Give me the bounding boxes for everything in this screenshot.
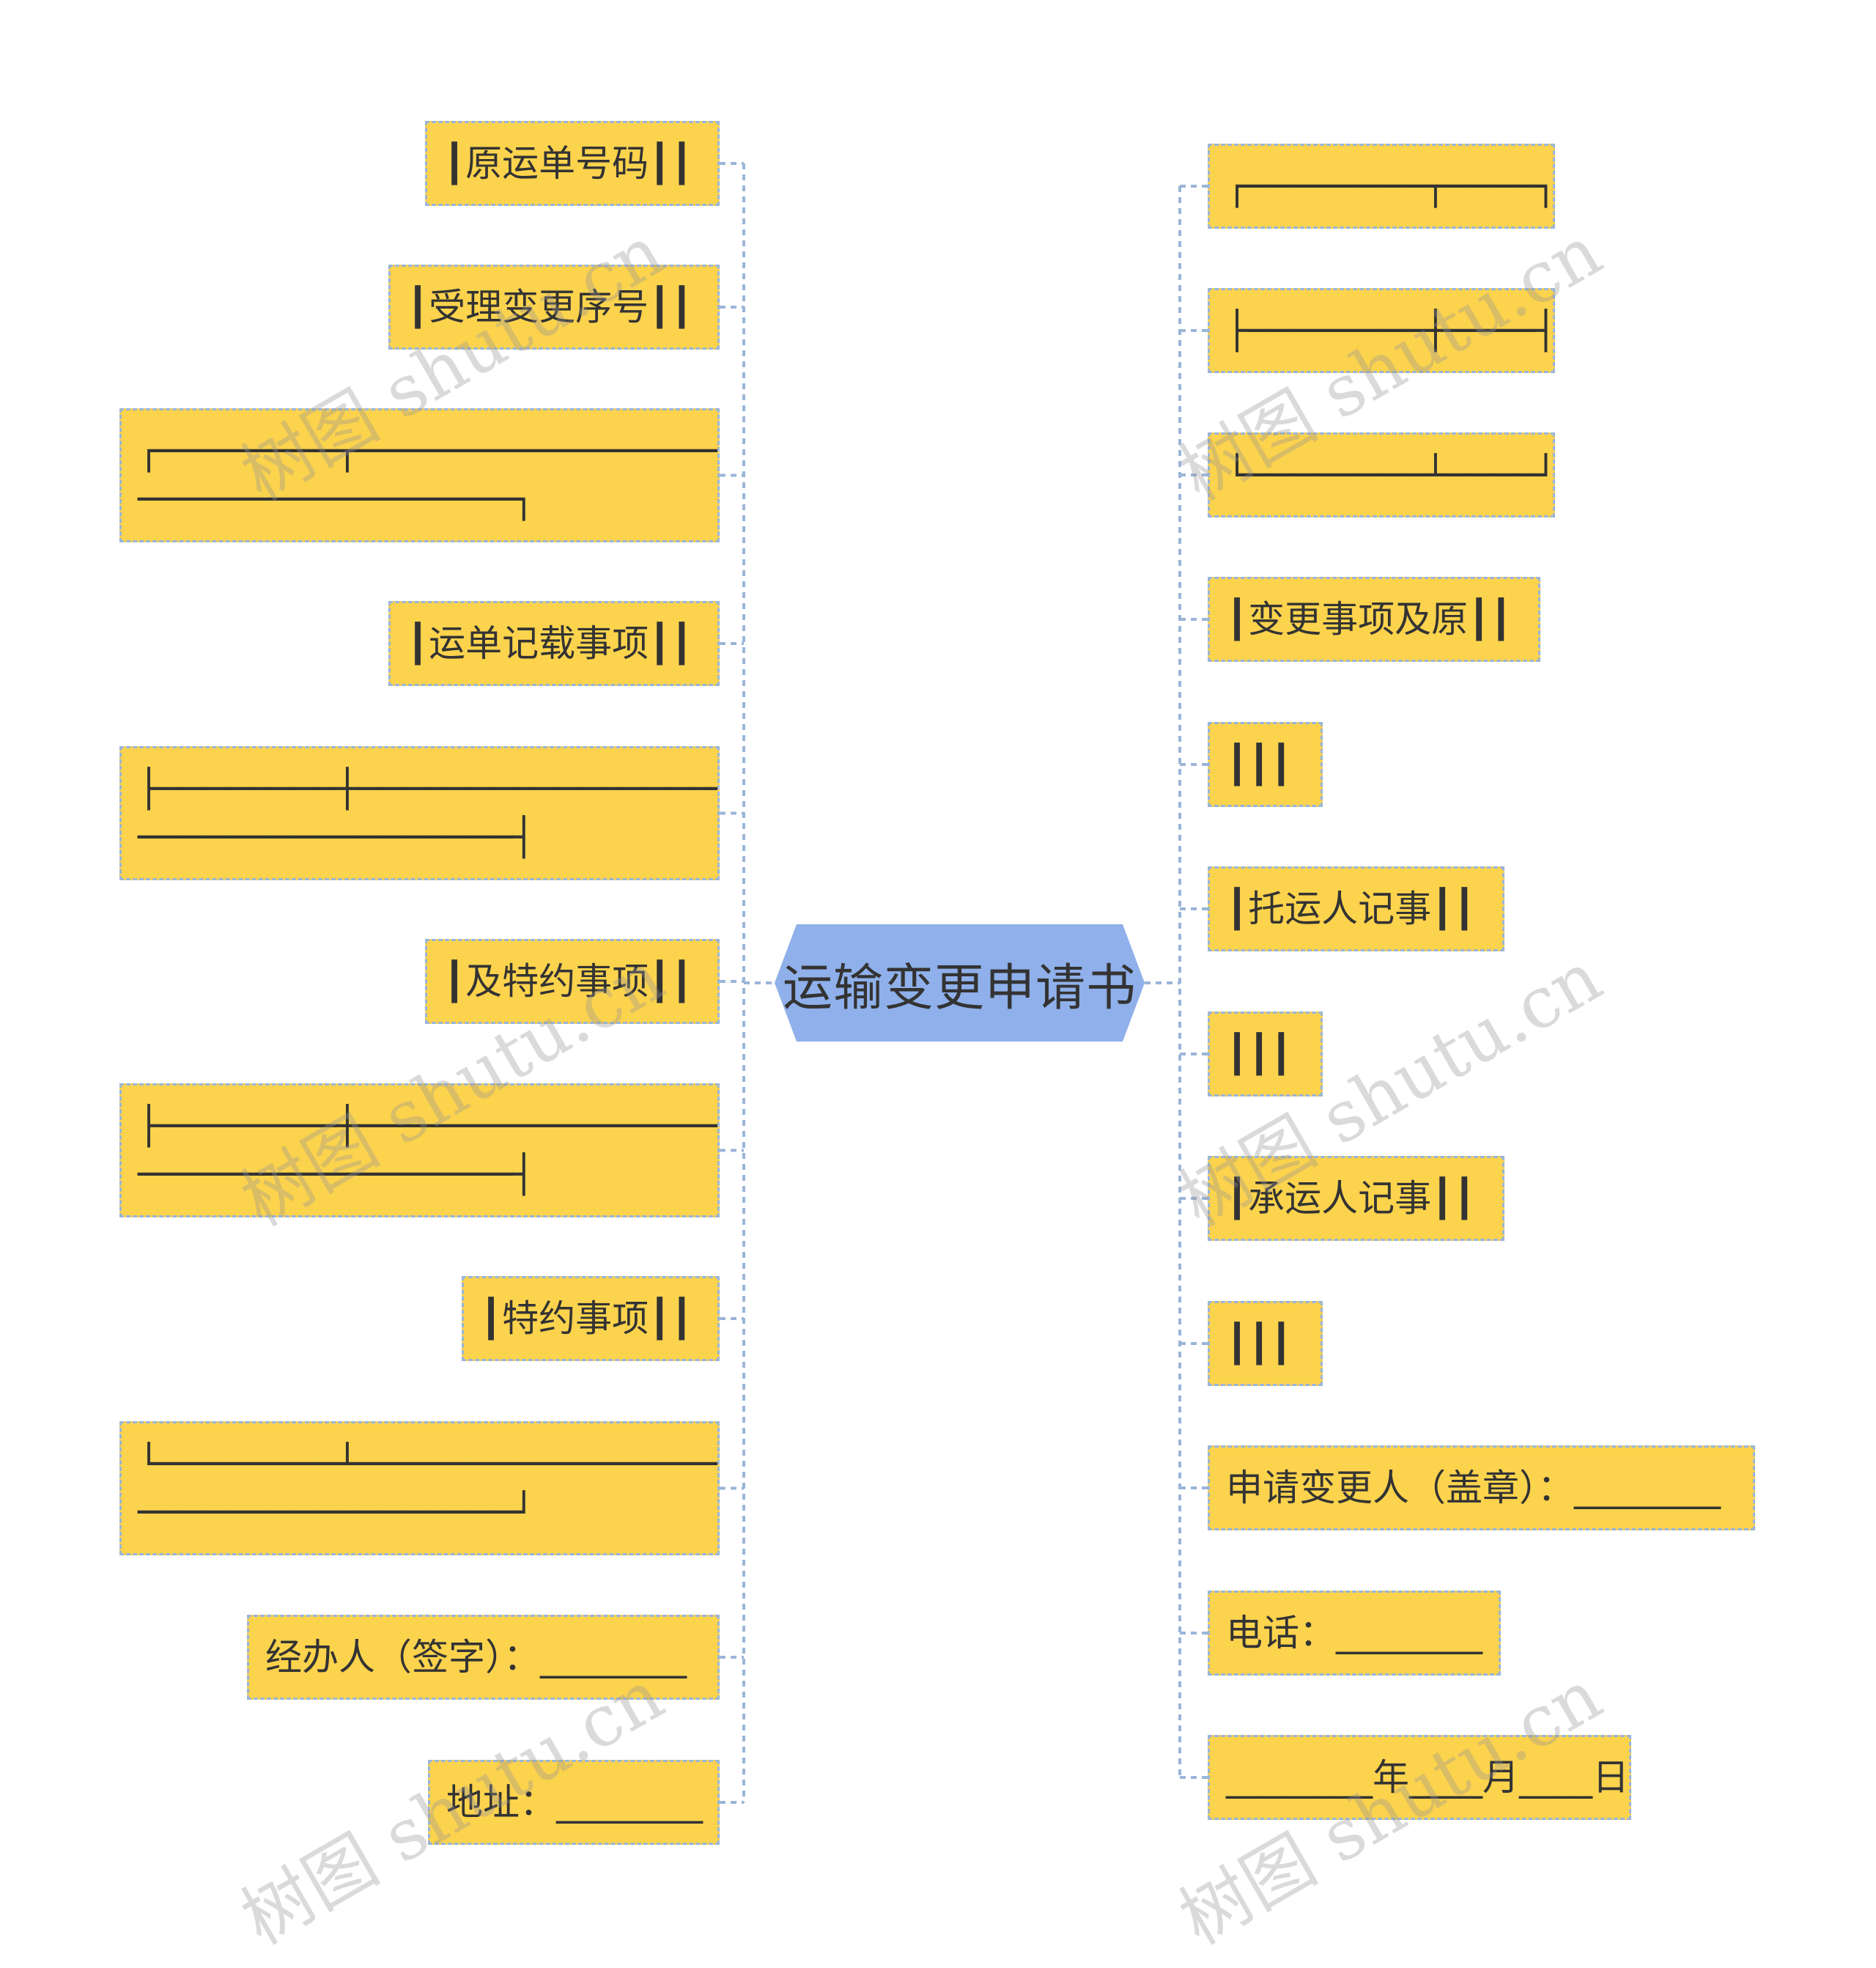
root-node-label: 运输变更申请书: [782, 959, 1137, 1017]
left-node-waybill-items[interactable]: ┃运单记载事项┃┃: [388, 601, 720, 686]
right-node-shipper-notes[interactable]: ┃托运人记事┃┃: [1208, 866, 1504, 951]
left-node-text: └────────┴───────────────── ────────────…: [138, 1442, 720, 1533]
left-node-text: ┃特约事项┃┃: [480, 1297, 693, 1340]
right-node-table-bottom-border[interactable]: └────────┴────┘: [1208, 432, 1555, 517]
right-node-text: ________年____月____日: [1226, 1756, 1629, 1799]
right-node-carrier-notes[interactable]: ┃承运人记事┃┃: [1208, 1156, 1504, 1241]
right-node-text: ┃┃┃: [1226, 1033, 1293, 1075]
left-node-text: ├────────┼───────────────── ────────────…: [138, 767, 720, 858]
right-node-text: ┌────────┬────┐: [1226, 165, 1555, 207]
left-node-text: ┃受理变更序号┃┃: [407, 286, 693, 328]
right-node-text: ┃托运人记事┃┃: [1226, 888, 1476, 930]
right-node-text: ┃┃┃: [1226, 743, 1293, 786]
right-node-table-row-border[interactable]: ├────────┼────┤: [1208, 288, 1555, 373]
right-node-text: 电话：________: [1226, 1612, 1482, 1654]
left-node-acceptance-serial[interactable]: ┃受理变更序号┃┃: [388, 265, 720, 350]
right-node-table-top-border[interactable]: ┌────────┬────┐: [1208, 144, 1555, 229]
left-node-text: 地址：________: [446, 1781, 703, 1824]
left-node-text: 经办人（签字）：________: [265, 1636, 687, 1678]
right-node-text: ┃┃┃: [1226, 1322, 1293, 1365]
right-node-text: ├────────┼────┤: [1226, 309, 1555, 352]
right-node-applicant-seal[interactable]: 申请变更人（盖章）：________: [1208, 1445, 1755, 1530]
left-node-text: ├────────┼───────────────── ────────────…: [138, 1105, 720, 1195]
right-node-change-items-reason[interactable]: ┃变更事项及原┃┃: [1208, 577, 1540, 662]
right-node-text: ┃变更事项及原┃┃: [1226, 598, 1513, 641]
root-node[interactable]: 运输变更申请书: [775, 924, 1145, 1042]
left-node-text: ┃及特约事项┃┃: [443, 960, 693, 1003]
right-node-text: └────────┴────┘: [1226, 454, 1555, 496]
left-node-table-top-border[interactable]: ┌────────┬───────────────── ────────────…: [119, 408, 720, 542]
right-node-phone[interactable]: 电话：________: [1208, 1591, 1501, 1676]
left-node-original-waybill-number[interactable]: ┃原运单号码┃┃: [425, 121, 720, 206]
right-node-text: ┃承运人记事┃┃: [1226, 1177, 1476, 1220]
left-node-text: ┃原运单号码┃┃: [443, 142, 693, 185]
left-node-special-items-and[interactable]: ┃及特约事项┃┃: [425, 939, 720, 1024]
right-node-empty-cell-1[interactable]: ┃┃┃: [1208, 722, 1323, 807]
right-node-date[interactable]: ________年____月____日: [1208, 1735, 1631, 1820]
root-node-shape: [775, 924, 1145, 1042]
left-node-table-row-border-2[interactable]: ├────────┼───────────────── ────────────…: [119, 1083, 720, 1217]
left-node-handler-signature[interactable]: 经办人（签字）：________: [247, 1615, 720, 1700]
left-node-table-row-border-1[interactable]: ├────────┼───────────────── ────────────…: [119, 746, 720, 880]
left-node-text: ┃运单记载事项┃┃: [407, 622, 693, 665]
right-node-empty-cell-2[interactable]: ┃┃┃: [1208, 1011, 1323, 1097]
left-node-address[interactable]: 地址：________: [428, 1760, 720, 1845]
left-node-text: ┌────────┬───────────────── ────────────…: [138, 430, 720, 520]
right-node-empty-cell-3[interactable]: ┃┃┃: [1208, 1301, 1323, 1386]
right-node-text: 申请变更人（盖章）：________: [1226, 1467, 1721, 1509]
left-node-table-bottom-border[interactable]: └────────┴───────────────── ────────────…: [119, 1421, 720, 1555]
left-node-special-items[interactable]: ┃特约事项┃┃: [462, 1276, 720, 1361]
